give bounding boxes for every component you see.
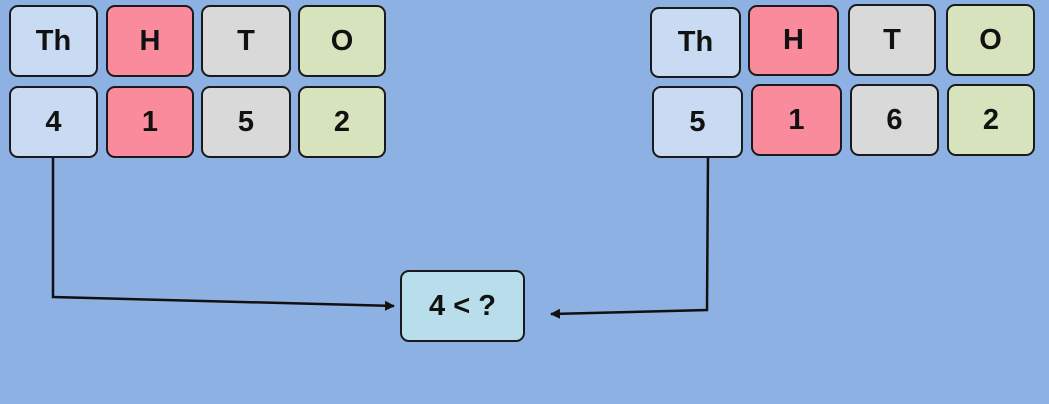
right-thousands-header: Th xyxy=(650,7,741,78)
right-hundreds-header: H xyxy=(748,5,839,76)
left-hundreds-header: H xyxy=(106,5,194,77)
right-ones-header: O xyxy=(946,4,1035,76)
comparison-box: 4 < ? xyxy=(400,270,525,342)
left-tens-header: T xyxy=(201,5,291,77)
left-tens-digit: 5 xyxy=(201,86,291,158)
left-thousands-arrow xyxy=(51,158,395,311)
left-thousands-digit: 4 xyxy=(9,86,98,158)
right-ones-digit: 2 xyxy=(947,84,1035,156)
right-thousands-arrow xyxy=(550,157,710,319)
left-thousands-header: Th xyxy=(9,5,98,77)
right-tens-header: T xyxy=(848,4,936,76)
right-thousands-digit: 5 xyxy=(652,86,743,158)
left-ones-header: O xyxy=(298,5,386,77)
left-ones-digit: 2 xyxy=(298,86,386,158)
right-tens-digit: 6 xyxy=(850,84,939,156)
right-hundreds-digit: 1 xyxy=(751,84,842,156)
left-hundreds-digit: 1 xyxy=(106,86,194,158)
